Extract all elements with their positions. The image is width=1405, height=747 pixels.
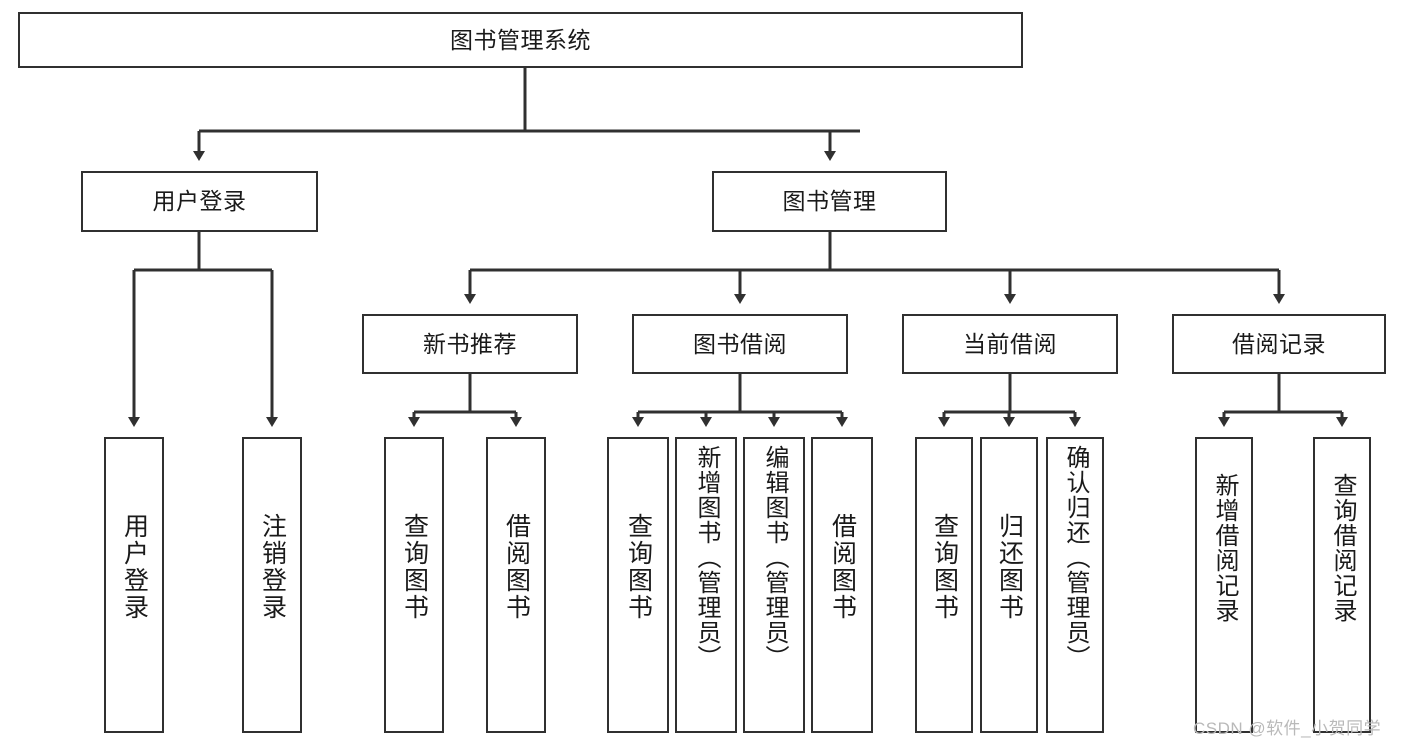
node-leaf-add-borrow-record-label: 新增借阅记录 — [1211, 473, 1238, 623]
node-leaf-return-book-label: 归还图书 — [995, 513, 1024, 621]
node-leaf-query-book-recommend[interactable]: 查询图书 — [384, 437, 444, 733]
node-leaf-confirm-return-admin[interactable]: 确认归还（管理员） — [1046, 437, 1104, 733]
node-leaf-user-login[interactable]: 用户登录 — [104, 437, 164, 733]
node-leaf-query-book-recommend-label: 查询图书 — [400, 513, 429, 621]
node-leaf-query-borrow-record-label: 查询借阅记录 — [1329, 473, 1356, 623]
node-leaf-logout-label: 注销登录 — [258, 513, 287, 621]
node-leaf-query-book-current[interactable]: 查询图书 — [915, 437, 973, 733]
node-user-login[interactable]: 用户登录 — [81, 171, 318, 232]
node-leaf-borrow-book-recommend[interactable]: 借阅图书 — [486, 437, 546, 733]
watermark-text: CSDN @软件_小贺同学 — [1193, 719, 1382, 738]
node-leaf-logout[interactable]: 注销登录 — [242, 437, 302, 733]
node-book-management-label: 图书管理 — [782, 188, 877, 215]
node-leaf-query-book-borrow[interactable]: 查询图书 — [607, 437, 669, 733]
node-current-borrow-label: 当前借阅 — [963, 330, 1057, 357]
node-new-book-recommend-label: 新书推荐 — [423, 330, 517, 357]
node-user-login-label: 用户登录 — [152, 188, 247, 215]
node-leaf-return-book[interactable]: 归还图书 — [980, 437, 1038, 733]
node-leaf-add-book-admin[interactable]: 新增图书（管理员） — [675, 437, 737, 733]
node-leaf-edit-book-admin[interactable]: 编辑图书（管理员） — [743, 437, 805, 733]
node-root-label: 图书管理系统 — [450, 26, 591, 53]
node-leaf-query-book-borrow-label: 查询图书 — [624, 513, 653, 621]
node-leaf-add-borrow-record[interactable]: 新增借阅记录 — [1195, 437, 1253, 733]
node-book-borrow[interactable]: 图书借阅 — [632, 314, 848, 374]
node-book-borrow-label: 图书借阅 — [693, 330, 787, 357]
node-borrow-record[interactable]: 借阅记录 — [1172, 314, 1386, 374]
node-leaf-add-book-admin-label: 新增图书（管理员） — [693, 445, 720, 670]
node-leaf-edit-book-admin-label: 编辑图书（管理员） — [761, 445, 788, 670]
node-root[interactable]: 图书管理系统 — [18, 12, 1023, 68]
node-leaf-borrow-book-recommend-label: 借阅图书 — [502, 513, 531, 621]
node-leaf-query-book-current-label: 查询图书 — [930, 513, 959, 621]
node-leaf-confirm-return-admin-label: 确认归还（管理员） — [1062, 445, 1089, 670]
node-leaf-borrow-book[interactable]: 借阅图书 — [811, 437, 873, 733]
node-new-book-recommend[interactable]: 新书推荐 — [362, 314, 578, 374]
node-book-management[interactable]: 图书管理 — [712, 171, 947, 232]
node-current-borrow[interactable]: 当前借阅 — [902, 314, 1118, 374]
node-leaf-query-borrow-record[interactable]: 查询借阅记录 — [1313, 437, 1371, 733]
node-leaf-user-login-label: 用户登录 — [120, 513, 149, 621]
node-borrow-record-label: 借阅记录 — [1232, 330, 1326, 357]
node-leaf-borrow-book-label: 借阅图书 — [828, 513, 857, 621]
